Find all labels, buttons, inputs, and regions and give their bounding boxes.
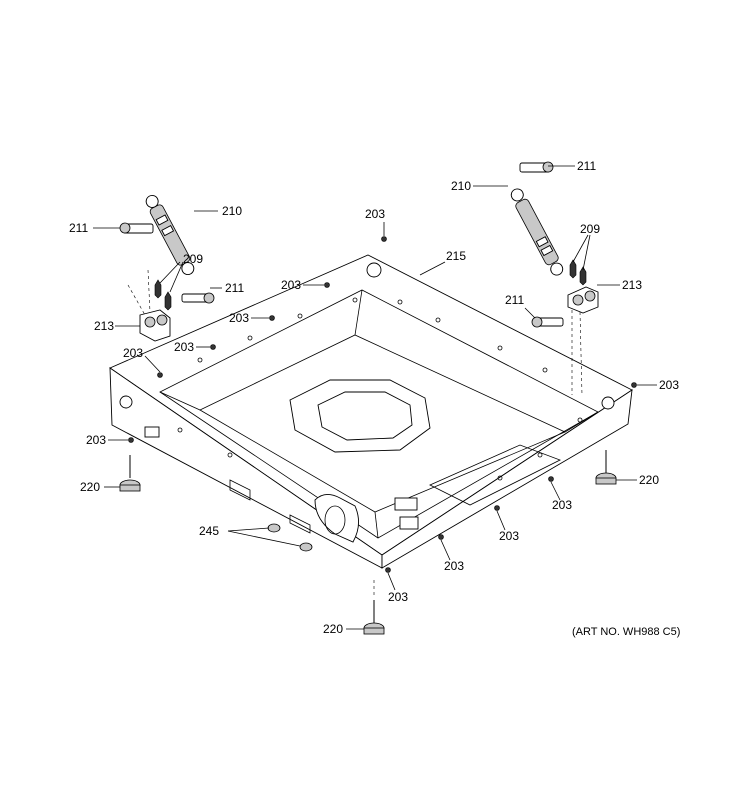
bracket-213-left [139,309,171,342]
callout-203-front-3: 203 [444,559,464,573]
art-number: (ART NO. WH988 C5) [572,626,680,638]
callout-213-left: 213 [94,319,114,333]
callout-203-front-2: 203 [499,529,519,543]
left-suspension [119,194,215,342]
bracket-213-right [567,286,599,314]
callout-211-mid-right: 211 [505,293,524,307]
base-frame [109,254,633,569]
callout-203-front-4: 203 [388,590,408,604]
damper-210-left [145,194,195,276]
screws-203 [128,236,637,573]
callout-210-right: 210 [451,179,471,193]
callout-211-top-right: 211 [577,159,596,173]
callout-203-rim-1: 203 [281,278,301,292]
callout-203-top: 203 [365,207,385,221]
right-suspension [510,161,599,396]
callout-211-top-left: 211 [69,221,88,235]
screw-209-right-a [569,259,577,279]
callout-203-rim-3: 203 [174,340,194,354]
callout-203-rim-2: 203 [229,311,249,325]
pin-211-top-left [119,222,154,234]
callout-220-left: 220 [80,480,100,494]
octagon-inner [317,391,413,441]
leader-lines [93,165,657,630]
callout-209-right: 209 [580,222,600,236]
pin-211-mid-left [181,292,215,304]
callout-215-base: 215 [446,249,466,263]
screw-209-left-b [164,291,172,311]
leveling-leg-220-left [119,455,141,492]
spacers-245 [267,523,313,552]
leveling-leg-220-right [595,450,617,485]
callout-210-left: 210 [222,204,242,218]
callout-220-right: 220 [639,473,659,487]
screw-209-right-b [579,266,587,286]
pin-211-top-right [519,161,554,173]
callout-203-right: 203 [659,378,679,392]
callout-203-left-side: 203 [86,433,106,447]
callout-203-rim-4: 203 [123,346,143,360]
callout-220-bottom: 220 [323,622,343,636]
callout-245-spacers: 245 [199,524,219,538]
leveling-leg-220-bottom [363,600,385,635]
callout-211-mid-left: 211 [225,281,244,295]
callout-203-front-1: 203 [552,498,572,512]
screw-209-left-a [154,279,162,299]
damper-210-right [510,188,564,276]
callout-209-left: 209 [183,252,203,266]
callout-labels: 211 210 209 211 213 203 203 203 203 203 … [69,159,680,638]
pin-211-mid-right [531,316,564,328]
callout-213-right: 213 [622,278,642,292]
